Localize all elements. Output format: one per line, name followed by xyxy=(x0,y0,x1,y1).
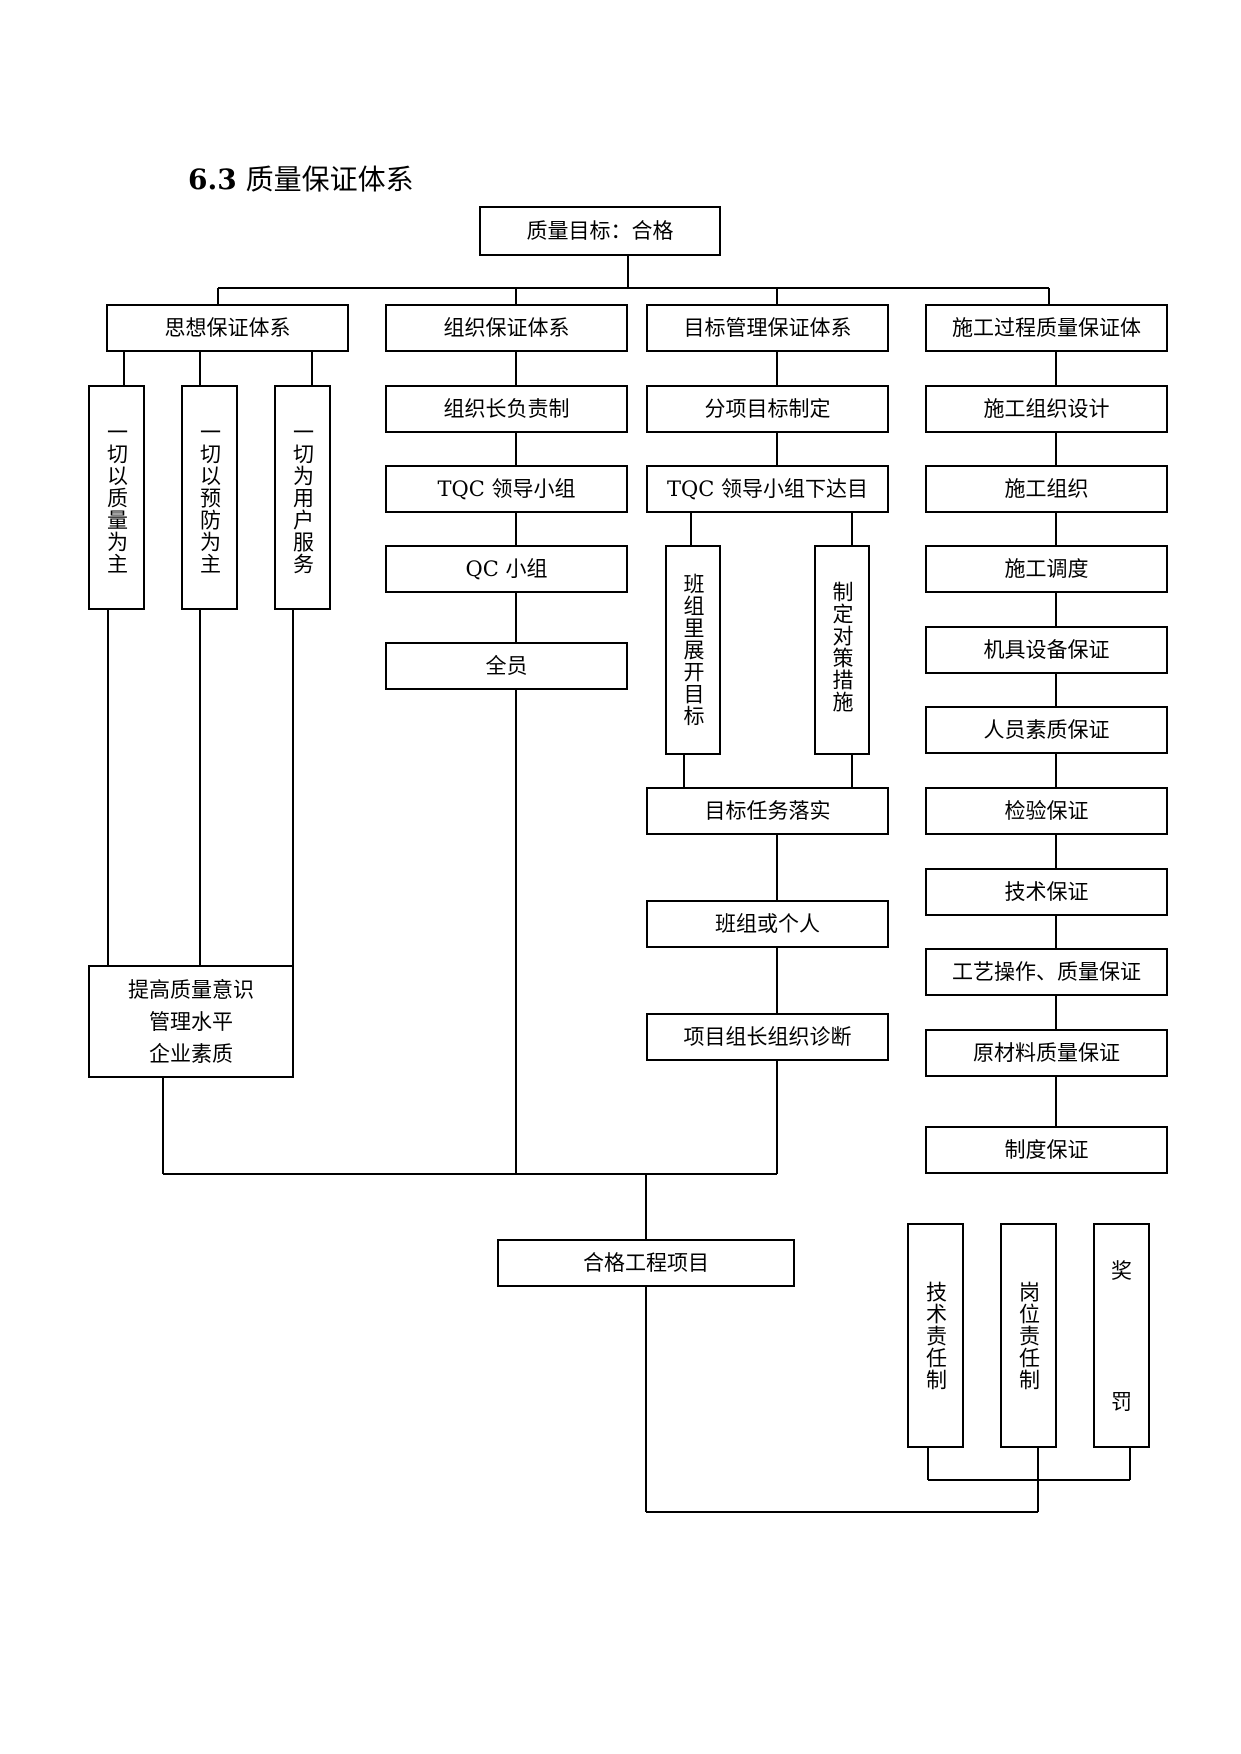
tech-responsibility-box: 技术责任制 xyxy=(907,1223,964,1448)
ideology-item-label: 一切为用户服务 xyxy=(290,421,315,575)
ideology-item-quality: 一切以质量为主 xyxy=(88,385,145,610)
construction-item: 人员素质保证 xyxy=(925,706,1168,754)
ideology-item-user-service: 一切为用户服务 xyxy=(274,385,331,610)
responsibility-label: 技术责任制 xyxy=(923,1281,948,1391)
target-item-tqc-assign: TQC 领导小组下达目 xyxy=(646,465,889,513)
header-construction: 施工过程质量保证体 xyxy=(925,304,1168,352)
construction-item: 施工组织设计 xyxy=(925,385,1168,433)
post-responsibility-box: 岗位责任制 xyxy=(1000,1223,1057,1448)
page-title: 6.3 质量保证体系 xyxy=(188,160,414,200)
header-ideology: 思想保证体系 xyxy=(106,304,349,352)
target-item-diagnosis: 项目组长组织诊断 xyxy=(646,1013,889,1061)
result-line: 企业素质 xyxy=(149,1041,233,1066)
root-goal-box: 质量目标：合格 xyxy=(479,206,721,256)
construction-item: 机具设备保证 xyxy=(925,626,1168,674)
section-number: 6.3 xyxy=(188,163,237,196)
construction-item: 制度保证 xyxy=(925,1126,1168,1174)
org-item-leader-responsibility: 组织长负责制 xyxy=(385,385,628,433)
construction-item: 检验保证 xyxy=(925,787,1168,835)
reward-penalty-box: 奖 罚 xyxy=(1093,1223,1150,1448)
ideology-item-label: 一切以预防为主 xyxy=(197,421,222,575)
header-organization: 组织保证体系 xyxy=(385,304,628,352)
result-line: 提高质量意识 xyxy=(128,977,254,1002)
ideology-item-label: 一切以质量为主 xyxy=(104,421,129,575)
construction-item: 技术保证 xyxy=(925,868,1168,916)
branch-label: 制定对策措施 xyxy=(830,581,854,713)
branch-label: 班组里展开目标 xyxy=(681,573,705,727)
org-item-tqc-group: TQC 领导小组 xyxy=(385,465,628,513)
section-title: 质量保证体系 xyxy=(245,163,414,196)
construction-item: 工艺操作、质量保证 xyxy=(925,948,1168,996)
ideology-item-prevention: 一切以预防为主 xyxy=(181,385,238,610)
reward-penalty-text: 奖 罚 xyxy=(1111,1225,1132,1446)
reward-label: 奖 xyxy=(1111,1259,1132,1283)
target-item-sub-goals: 分项目标制定 xyxy=(646,385,889,433)
penalty-label: 罚 xyxy=(1111,1390,1132,1414)
result-line: 管理水平 xyxy=(149,1009,233,1034)
header-target: 目标管理保证体系 xyxy=(646,304,889,352)
target-item-task-implement: 目标任务落实 xyxy=(646,787,889,835)
final-qualified-project: 合格工程项目 xyxy=(497,1239,795,1287)
ideology-result-box: 提高质量意识 管理水平 企业素质 xyxy=(88,965,294,1078)
org-item-qc-group: QC 小组 xyxy=(385,545,628,593)
construction-item: 原材料质量保证 xyxy=(925,1029,1168,1077)
org-item-all-staff: 全员 xyxy=(385,642,628,690)
construction-item: 施工调度 xyxy=(925,545,1168,593)
responsibility-label: 岗位责任制 xyxy=(1016,1281,1041,1391)
target-branch-countermeasures: 制定对策措施 xyxy=(814,545,870,755)
construction-item: 施工组织 xyxy=(925,465,1168,513)
target-item-team-or-person: 班组或个人 xyxy=(646,900,889,948)
target-branch-team-goals: 班组里展开目标 xyxy=(665,545,721,755)
